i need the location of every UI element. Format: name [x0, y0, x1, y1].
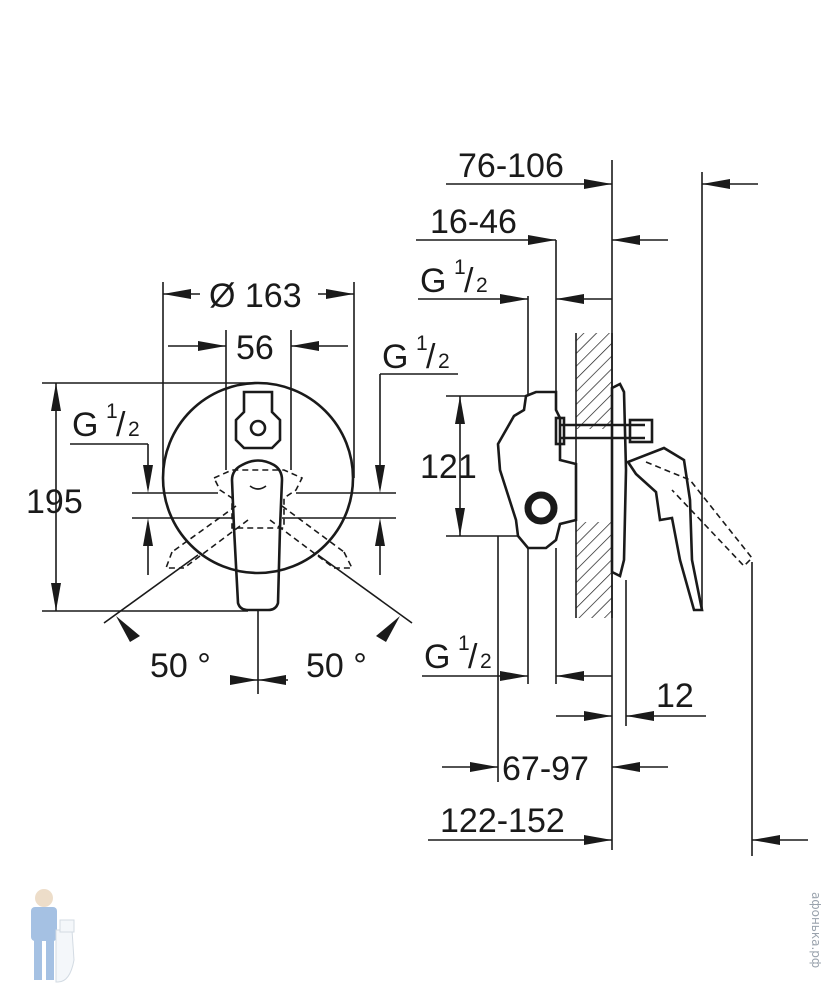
cartridge-outline	[212, 469, 304, 529]
g-thread-front-right-den: 2	[438, 350, 450, 373]
g-thread-side-top: G	[420, 262, 446, 300]
valve-body	[496, 390, 578, 550]
side-plate-profile	[610, 382, 628, 578]
g-thread-front-left-num: 1	[106, 400, 118, 423]
g-thread-front-right-num: 1	[416, 332, 428, 355]
watermark-plumber-logo	[31, 889, 75, 983]
g-thread-front-left: G	[72, 406, 98, 444]
dim-121: 121	[420, 448, 477, 486]
g-thread-side-top-den: 2	[476, 274, 488, 297]
svg-text:/: /	[116, 406, 126, 444]
dim-16-46: 16-46	[430, 203, 517, 241]
g-thread-side-bottom-num: 1	[458, 632, 470, 655]
svg-text:/: /	[464, 262, 474, 300]
svg-text:/: /	[426, 338, 436, 376]
handle-rotated-right	[269, 505, 354, 569]
dim-56: 56	[236, 329, 274, 367]
dim-195: 195	[26, 483, 83, 521]
g-thread-side-bottom: G	[424, 638, 450, 676]
g-thread-side-bottom-den: 2	[480, 650, 492, 673]
dim-12: 12	[656, 677, 694, 715]
diverter-knob-side	[628, 418, 654, 444]
dim-angle-right-50: 50 °	[306, 647, 367, 685]
wall-hatch-upper	[576, 333, 612, 429]
lever-logo	[249, 485, 267, 490]
lever-profile-rotated	[645, 461, 754, 568]
wall-hatch-lower	[576, 522, 612, 618]
watermark-site: афонька.рф	[809, 892, 823, 968]
dim-67-97: 67-97	[502, 750, 589, 788]
handle-rotated-left	[164, 505, 249, 569]
dim-diameter-163: Ø 163	[209, 277, 302, 315]
lever-handle	[230, 459, 284, 612]
dim-angle-left-50: 50 °	[150, 647, 211, 685]
svg-text:/: /	[468, 638, 478, 676]
outlet-ring	[524, 491, 558, 525]
g-thread-side-top-num: 1	[454, 256, 466, 279]
diverter-knob	[234, 390, 282, 450]
diverter-knob-center	[249, 419, 267, 437]
front-view: Ø 163 56 195 G 1 / 2 G	[26, 277, 458, 694]
g-thread-front-right: G	[382, 338, 408, 376]
g-thread-front-left-den: 2	[128, 418, 140, 441]
dim-76-106: 76-106	[458, 147, 564, 185]
side-view: 76-106 16-46 G 1 / 2 121 G 1 / 2	[416, 147, 808, 856]
lever-profile	[626, 446, 704, 612]
escutcheon-plate	[161, 381, 355, 575]
dim-122-152: 122-152	[440, 802, 565, 840]
